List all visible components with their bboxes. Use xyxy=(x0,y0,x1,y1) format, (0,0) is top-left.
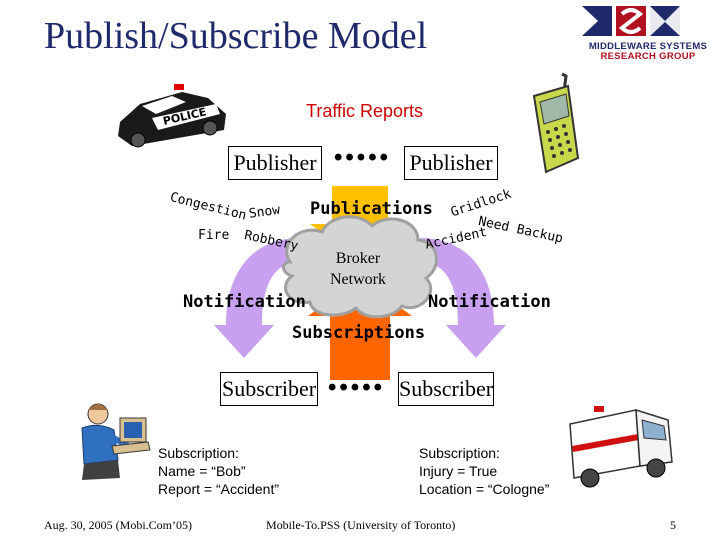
page-number: 5 xyxy=(670,518,676,532)
notification-right-label: Notification xyxy=(428,292,551,312)
cell-phone-icon xyxy=(532,72,580,174)
publisher-right-box: Publisher xyxy=(404,146,498,180)
subscriber-left-box: Subscriber xyxy=(220,372,318,406)
user-at-computer-icon xyxy=(81,403,151,480)
publications-label: Publications xyxy=(310,199,433,219)
logo-line2: RESEARCH GROUP xyxy=(600,51,696,62)
broker-cloud xyxy=(282,215,438,319)
subscription-cologne-line2: Location = “Cologne” xyxy=(419,481,550,497)
topic-fire: Fire xyxy=(198,228,230,243)
logo: MIDDLEWARE SYSTEMS RESEARCH GROUP xyxy=(578,4,718,66)
publisher-left-box: Publisher xyxy=(228,146,322,180)
subscription-cologne-line1: Injury = True xyxy=(419,463,498,479)
subscription-bob: Subscription: Name = “Bob” Report = “Acc… xyxy=(158,444,279,498)
logo-icon xyxy=(582,6,680,36)
publisher-dots: ••••• xyxy=(334,144,392,171)
subscription-cologne-heading: Subscription: xyxy=(419,445,500,461)
broker-line2: Network xyxy=(330,271,386,288)
notification-left-label: Notification xyxy=(183,292,306,312)
subscription-cologne: Subscription: Injury = True Location = “… xyxy=(419,444,549,498)
notification-arrow-left xyxy=(214,238,300,358)
notification-arrow-right xyxy=(420,238,506,358)
subscription-bob-line1: Name = “Bob” xyxy=(158,463,246,479)
footer-center: Mobile-To.PSS (University of Toronto) xyxy=(266,518,456,532)
police-car-icon: POLICE xyxy=(118,84,226,148)
subscription-bob-heading: Subscription: xyxy=(158,445,239,461)
subscriber-dots: ••••• xyxy=(328,374,386,401)
subscriptions-label: Subscriptions xyxy=(292,323,426,343)
logo-line1: MIDDLEWARE SYSTEMS xyxy=(588,41,708,52)
broker-network-label: Broker Network xyxy=(318,248,398,290)
traffic-reports-label: Traffic Reports xyxy=(306,101,424,121)
page-title: Publish/Subscribe Model xyxy=(44,15,428,57)
subscription-bob-line2: Report = “Accident” xyxy=(158,481,279,497)
broker-line1: Broker xyxy=(335,250,381,267)
subscriber-right-box: Subscriber xyxy=(398,372,494,406)
footer-date: Aug. 30, 2005 (Mobi.Com’05) xyxy=(44,518,192,532)
ambulance-icon xyxy=(569,406,673,488)
